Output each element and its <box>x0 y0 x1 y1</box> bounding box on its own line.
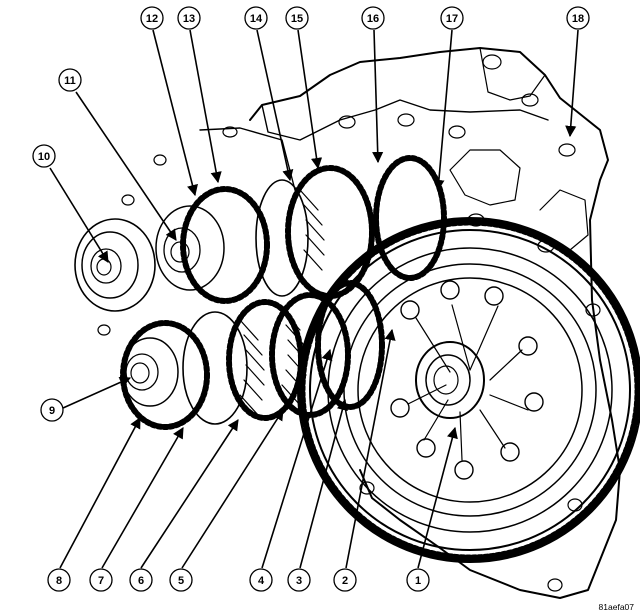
leader-2 <box>345 328 396 569</box>
callout-14: 14 <box>244 6 268 30</box>
leader-1 <box>417 426 458 569</box>
leader-5 <box>181 409 284 569</box>
svg-text:18: 18 <box>572 13 584 25</box>
leader-14 <box>256 29 294 182</box>
callout-10: 10 <box>32 144 56 168</box>
figure-reference: 81aefa07 <box>599 602 635 612</box>
output-shaft-gears <box>97 280 385 430</box>
svg-text:11: 11 <box>64 75 76 87</box>
callouts: 1 2 3 4 5 6 7 8 9 10 11 12 13 14 15 16 1… <box>32 6 590 592</box>
callout-17: 17 <box>440 6 464 30</box>
svg-text:9: 9 <box>49 405 55 417</box>
callout-5: 5 <box>169 568 193 592</box>
input-shaft-gears <box>153 126 447 304</box>
leader-7 <box>101 427 184 569</box>
callout-6: 6 <box>129 568 153 592</box>
leader-17 <box>433 29 453 192</box>
callout-16: 16 <box>361 6 385 30</box>
svg-text:10: 10 <box>38 151 50 163</box>
svg-text:8: 8 <box>56 575 62 587</box>
leader-18 <box>565 29 579 138</box>
svg-text:1: 1 <box>415 575 421 587</box>
svg-text:17: 17 <box>446 13 458 25</box>
leader-15 <box>297 29 323 170</box>
callout-9: 9 <box>40 398 64 422</box>
leader-11 <box>75 91 177 241</box>
svg-text:5: 5 <box>178 575 184 587</box>
svg-text:2: 2 <box>342 575 348 587</box>
svg-text:7: 7 <box>98 575 104 587</box>
callout-11: 11 <box>58 68 82 92</box>
callout-13: 13 <box>177 6 201 30</box>
callout-7: 7 <box>89 568 113 592</box>
leader-13 <box>189 29 222 184</box>
svg-text:12: 12 <box>146 13 158 25</box>
differential-ring-gear <box>297 217 640 563</box>
leader-6 <box>140 419 239 569</box>
callout-3: 3 <box>287 568 311 592</box>
callout-2: 2 <box>333 568 357 592</box>
svg-text:3: 3 <box>296 575 302 587</box>
leader-16 <box>372 29 384 164</box>
leader-9 <box>62 377 132 409</box>
callout-15: 15 <box>285 6 309 30</box>
leader-10 <box>49 167 109 263</box>
callout-1: 1 <box>406 568 430 592</box>
callout-4: 4 <box>249 568 273 592</box>
svg-text:16: 16 <box>367 13 379 25</box>
leader-8 <box>59 417 141 569</box>
leader-3 <box>299 398 348 569</box>
svg-text:6: 6 <box>138 575 144 587</box>
callout-12: 12 <box>140 6 164 30</box>
leader-12 <box>152 29 198 197</box>
svg-text:14: 14 <box>250 13 263 25</box>
svg-text:13: 13 <box>183 13 195 25</box>
svg-text:15: 15 <box>291 13 303 25</box>
input-bearing-retainer <box>74 194 156 312</box>
callout-18: 18 <box>566 6 590 30</box>
leader-lines <box>49 29 579 569</box>
svg-text:4: 4 <box>258 575 265 587</box>
transaxle-case <box>249 47 621 599</box>
callout-8: 8 <box>47 568 71 592</box>
leader-4 <box>261 348 333 569</box>
